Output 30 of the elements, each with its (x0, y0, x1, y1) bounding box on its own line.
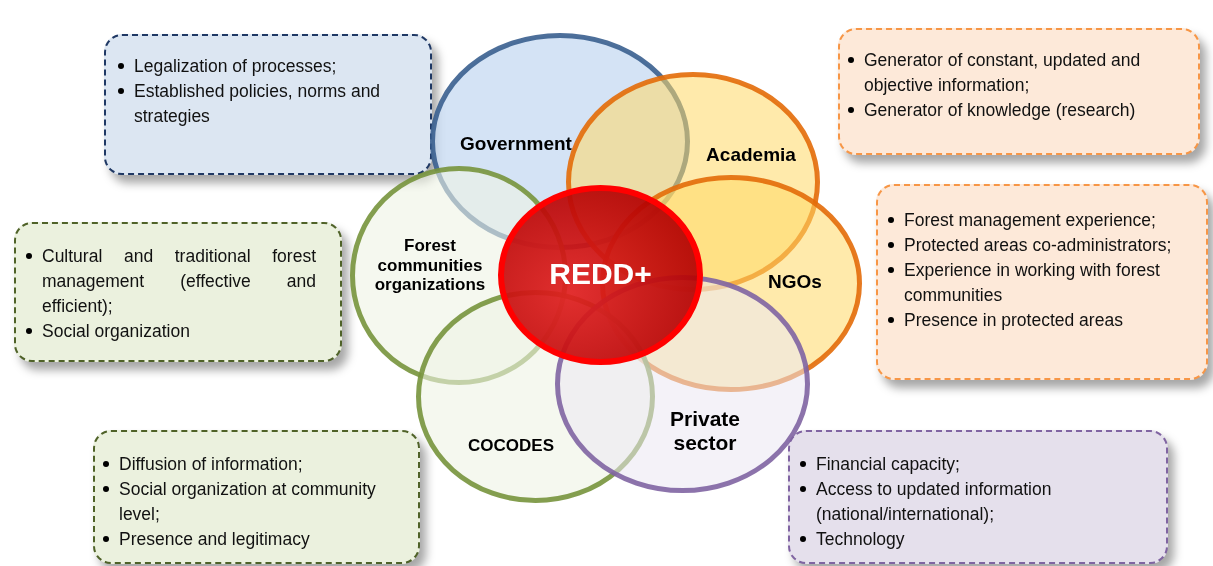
bullet-item: Established policies, norms and strategies (134, 80, 382, 128)
bullet-item: Financial capacity; (816, 453, 961, 476)
venn-ellipse (498, 185, 703, 365)
note-card (838, 28, 1200, 155)
note-card (788, 430, 1168, 564)
bullet-item: Experience in working with forest communities (904, 259, 1161, 307)
circle-label: Government (460, 133, 570, 155)
bullet-item: Presence in protected areas (904, 309, 1124, 332)
bullet-item: Protected areas co-administrators; (904, 234, 1173, 257)
note-card (14, 222, 342, 362)
bullet-item: Generator of knowledge (research) (864, 99, 1137, 122)
circle-label: Academia (705, 144, 797, 166)
bullet-item: Access to updated information (national/international); (816, 478, 1053, 526)
bullet-item: Cultural and traditional forest management (effective and efficient); (42, 245, 316, 318)
bullet-item: Social organization at community level; (119, 478, 377, 526)
bullet-item: Technology (816, 528, 906, 551)
circle-label: Forest communities organizations (373, 236, 487, 295)
bullet-item: Presence and legitimacy (119, 528, 311, 551)
bullet-item: Forest management experience; (904, 209, 1157, 232)
bullet-item: Diffusion of information; (119, 453, 304, 476)
note-card (104, 34, 432, 175)
bullet-item: Generator of constant, updated and objective information; (864, 49, 1142, 97)
circle-label: COCODES (467, 436, 555, 456)
bullet-item: Social organization (42, 320, 191, 343)
circle-label: NGOs (767, 271, 823, 293)
note-card (93, 430, 420, 564)
note-card (876, 184, 1208, 380)
circle-label: REDD+ (548, 257, 653, 292)
circle-label: Private sector (668, 407, 741, 456)
bullet-item: Legalization of processes; (134, 55, 338, 78)
